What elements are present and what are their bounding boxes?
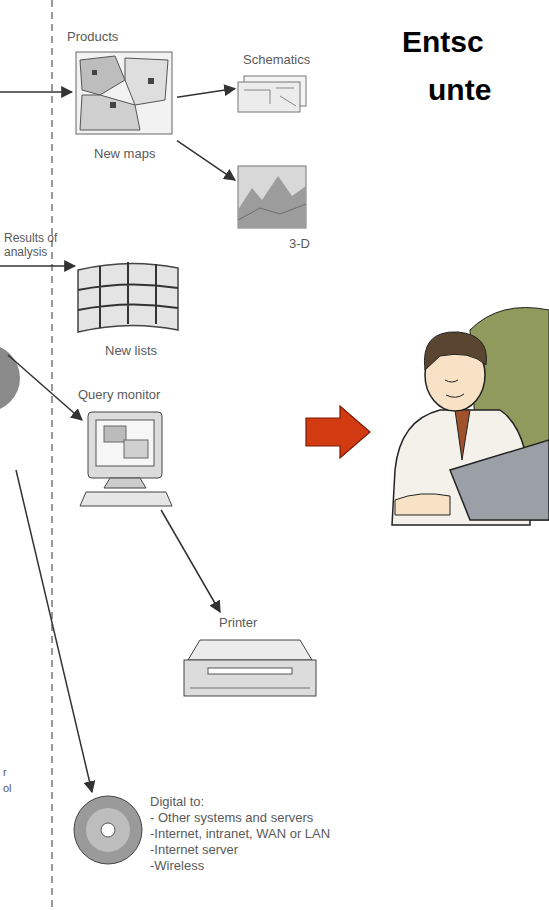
item-caption: Schematics xyxy=(243,52,310,68)
map-point xyxy=(148,78,154,84)
disc-ring xyxy=(86,808,130,852)
list-illustration xyxy=(78,262,178,332)
map-point xyxy=(92,70,97,75)
step-circle xyxy=(0,344,20,412)
product-item: 3-D xyxy=(235,158,310,253)
screen-window xyxy=(124,440,148,458)
item-caption: New maps xyxy=(94,146,155,162)
tie xyxy=(455,410,470,460)
slide-title: unte xyxy=(428,72,491,108)
slide-title: Entsc xyxy=(402,24,484,60)
terrain-illustration xyxy=(238,166,306,228)
laptop xyxy=(450,440,549,520)
map-region xyxy=(80,95,140,130)
schematic-sheet xyxy=(238,82,300,112)
hand xyxy=(395,494,450,515)
map-region xyxy=(80,56,125,95)
map-region xyxy=(125,58,168,105)
item-detail: -Wireless xyxy=(150,858,204,874)
flow-arrow xyxy=(161,510,220,612)
product-item: Digital to:- Other systems and servers-I… xyxy=(70,794,360,880)
item-detail: -Internet, intranet, WAN or LAN xyxy=(150,826,330,842)
input-label: Results of analysis xyxy=(4,231,68,259)
terrain-line xyxy=(238,204,306,220)
text-fragment: ol xyxy=(3,782,12,795)
monitor-screen xyxy=(96,420,154,466)
product-item: Query monitor xyxy=(75,385,175,510)
divider-line xyxy=(51,0,52,910)
paper-slot xyxy=(208,668,292,674)
section-heading: Products xyxy=(67,29,118,45)
item-caption: Query monitor xyxy=(78,387,160,403)
terrain-relief xyxy=(238,176,306,228)
item-caption: Printer xyxy=(219,615,257,631)
monitor-illustration xyxy=(80,412,172,506)
flow-arrow xyxy=(177,89,235,98)
list-grid xyxy=(78,262,178,328)
person-clipart xyxy=(392,308,549,526)
hair xyxy=(424,332,486,370)
disc-hole xyxy=(101,823,115,837)
input-arrow xyxy=(0,265,75,267)
disc xyxy=(74,796,142,864)
item-caption: 3-D xyxy=(289,236,310,252)
map-illustration xyxy=(76,52,172,134)
disc-illustration xyxy=(74,796,142,864)
printer-line xyxy=(190,688,310,689)
product-item: Printer xyxy=(175,612,320,707)
terrain-frame xyxy=(238,166,306,228)
input-arrow xyxy=(0,91,72,93)
screen-window xyxy=(104,426,126,442)
input-arrow xyxy=(8,355,82,420)
flow-arrow xyxy=(177,141,235,180)
product-item: New lists xyxy=(72,255,182,362)
item-caption: Digital to: xyxy=(150,794,204,810)
item-caption: New lists xyxy=(105,343,157,359)
monitor-case xyxy=(88,412,162,478)
input-arrows xyxy=(0,92,92,792)
schematic-illustration xyxy=(238,76,306,112)
keyboard xyxy=(80,492,172,506)
product-item: Schematics xyxy=(235,52,310,114)
printer-top xyxy=(188,640,312,660)
map-sheet xyxy=(76,52,172,134)
schematic-lines xyxy=(244,88,296,106)
monitor-stand xyxy=(104,478,146,488)
product-item: New maps xyxy=(72,45,177,165)
item-detail: - Other systems and servers xyxy=(150,810,313,826)
input-arrow xyxy=(16,470,92,792)
result-arrow xyxy=(306,406,370,458)
face xyxy=(445,380,464,397)
map-point xyxy=(110,102,116,108)
printer-body xyxy=(184,660,316,696)
text-fragment: r xyxy=(3,766,7,779)
item-detail: -Internet server xyxy=(150,842,238,858)
printer-illustration xyxy=(184,640,316,696)
